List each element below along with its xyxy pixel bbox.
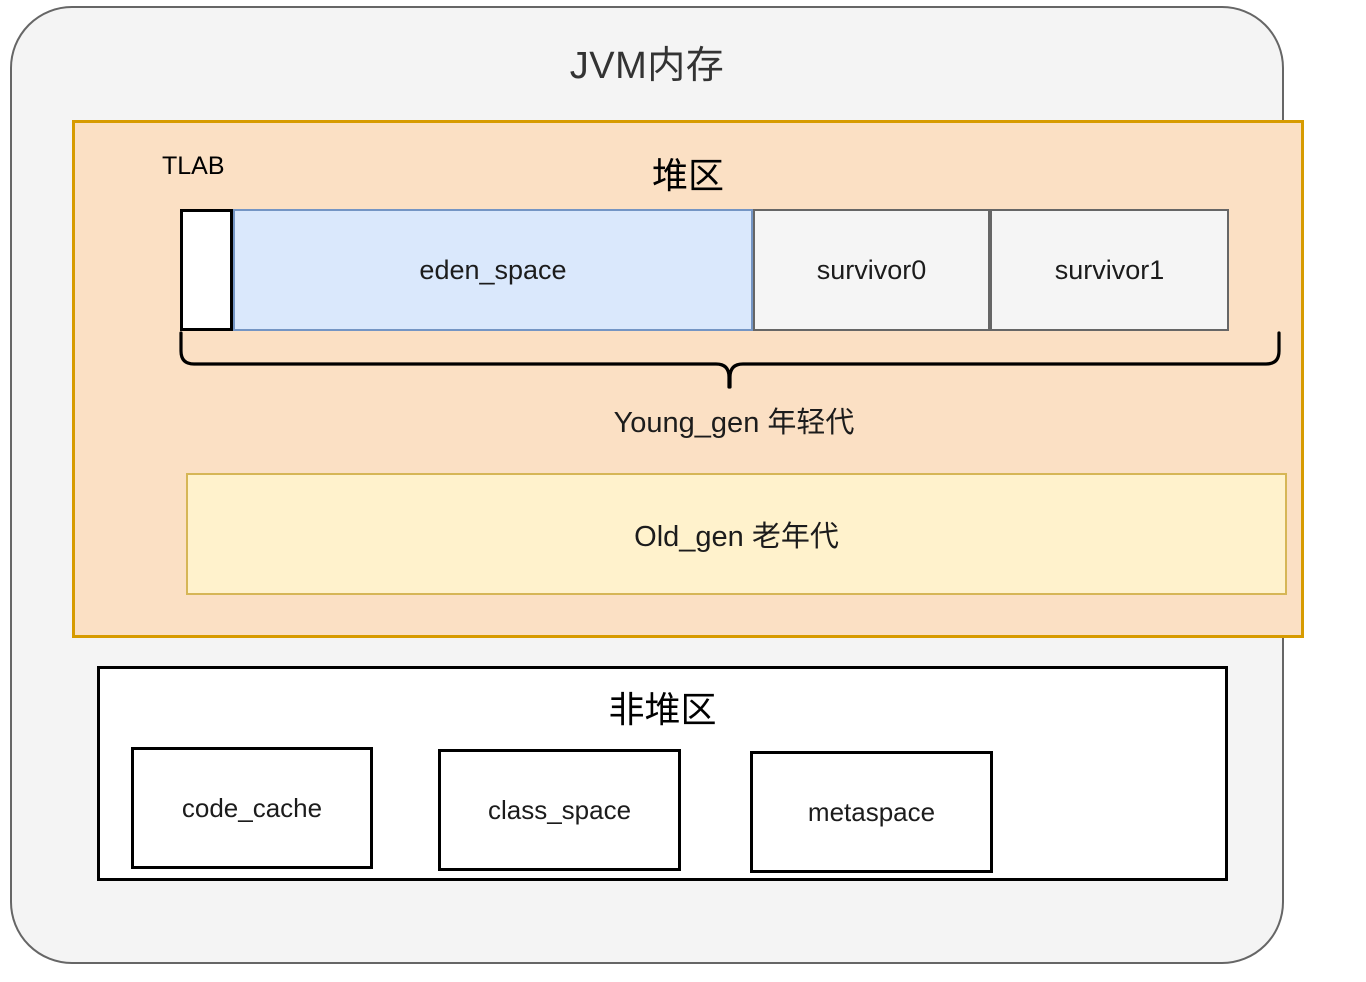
class-space-block: class_space: [438, 749, 681, 871]
heap-area-title: 堆区: [651, 155, 724, 196]
young-generation-label: Young_gen 年轻代: [613, 407, 855, 439]
code-cache-block: code_cache: [131, 747, 373, 869]
non-heap-area: 非堆区 code_cache class_space metaspace: [97, 666, 1228, 881]
survivor1-block: survivor1: [990, 209, 1229, 331]
young-generation-brace: [175, 331, 1285, 389]
survivor0-block: survivor0: [753, 209, 990, 331]
tlab-label: TLAB: [162, 152, 225, 180]
metaspace-block: metaspace: [750, 751, 993, 873]
page-title: JVM内存: [569, 45, 725, 87]
eden-space-block: eden_space: [233, 209, 753, 331]
heap-area: 堆区 TLAB eden_space survivor0 survivor1 Y…: [72, 120, 1304, 638]
jvm-memory-container: JVM内存 堆区 TLAB eden_space survivor0 survi…: [10, 6, 1304, 964]
old-generation-block: Old_gen 老年代: [186, 473, 1287, 595]
tlab-block: [180, 209, 233, 331]
non-heap-area-title: 非堆区: [608, 689, 717, 730]
